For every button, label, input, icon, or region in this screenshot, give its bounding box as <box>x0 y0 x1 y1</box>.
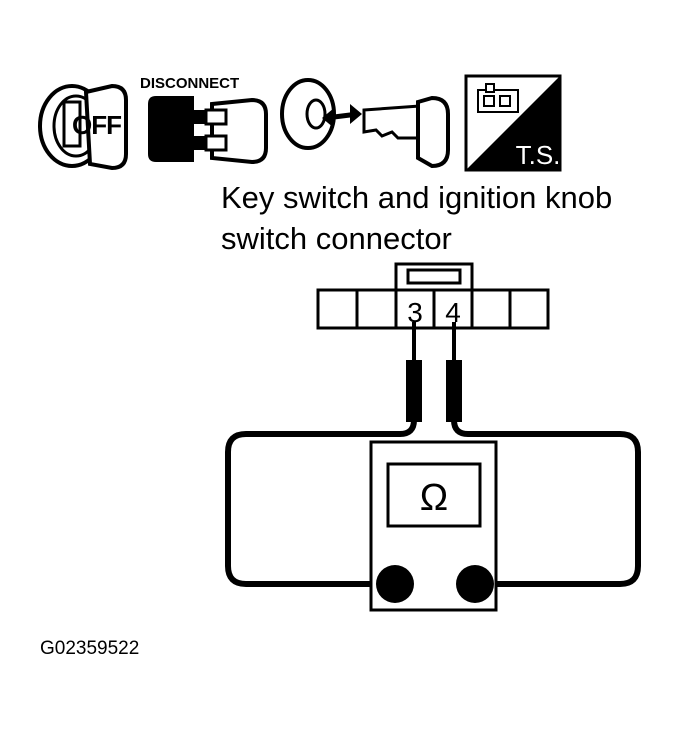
troubleshooting-icon: T.S. <box>464 74 562 172</box>
ignition-off-icon: OFF <box>38 83 128 171</box>
probe-right <box>446 322 462 422</box>
key-removal-icon <box>280 78 450 169</box>
pin-3-label: 3 <box>407 297 423 328</box>
connector: 3 4 <box>316 262 550 330</box>
figure-id: G02359522 <box>40 638 139 659</box>
ohmmeter-icon: Ω <box>369 440 498 612</box>
meter-terminal-left <box>376 565 414 603</box>
lead-right <box>451 419 641 587</box>
disconnect-label: DISCONNECT <box>140 75 239 92</box>
probe-left <box>406 322 422 422</box>
ohm-symbol: Ω <box>420 477 448 519</box>
ts-label: T.S. <box>516 140 561 170</box>
ignition-off-label: OFF <box>72 110 121 140</box>
caption-line-2: switch connector <box>221 221 452 256</box>
caption-line-1: Key switch and ignition knob <box>221 180 612 215</box>
connector-disconnect-icon: DISCONNECT <box>140 75 268 165</box>
lead-left <box>225 419 417 587</box>
meter-terminal-right <box>456 565 494 603</box>
pin-4-label: 4 <box>445 297 461 328</box>
